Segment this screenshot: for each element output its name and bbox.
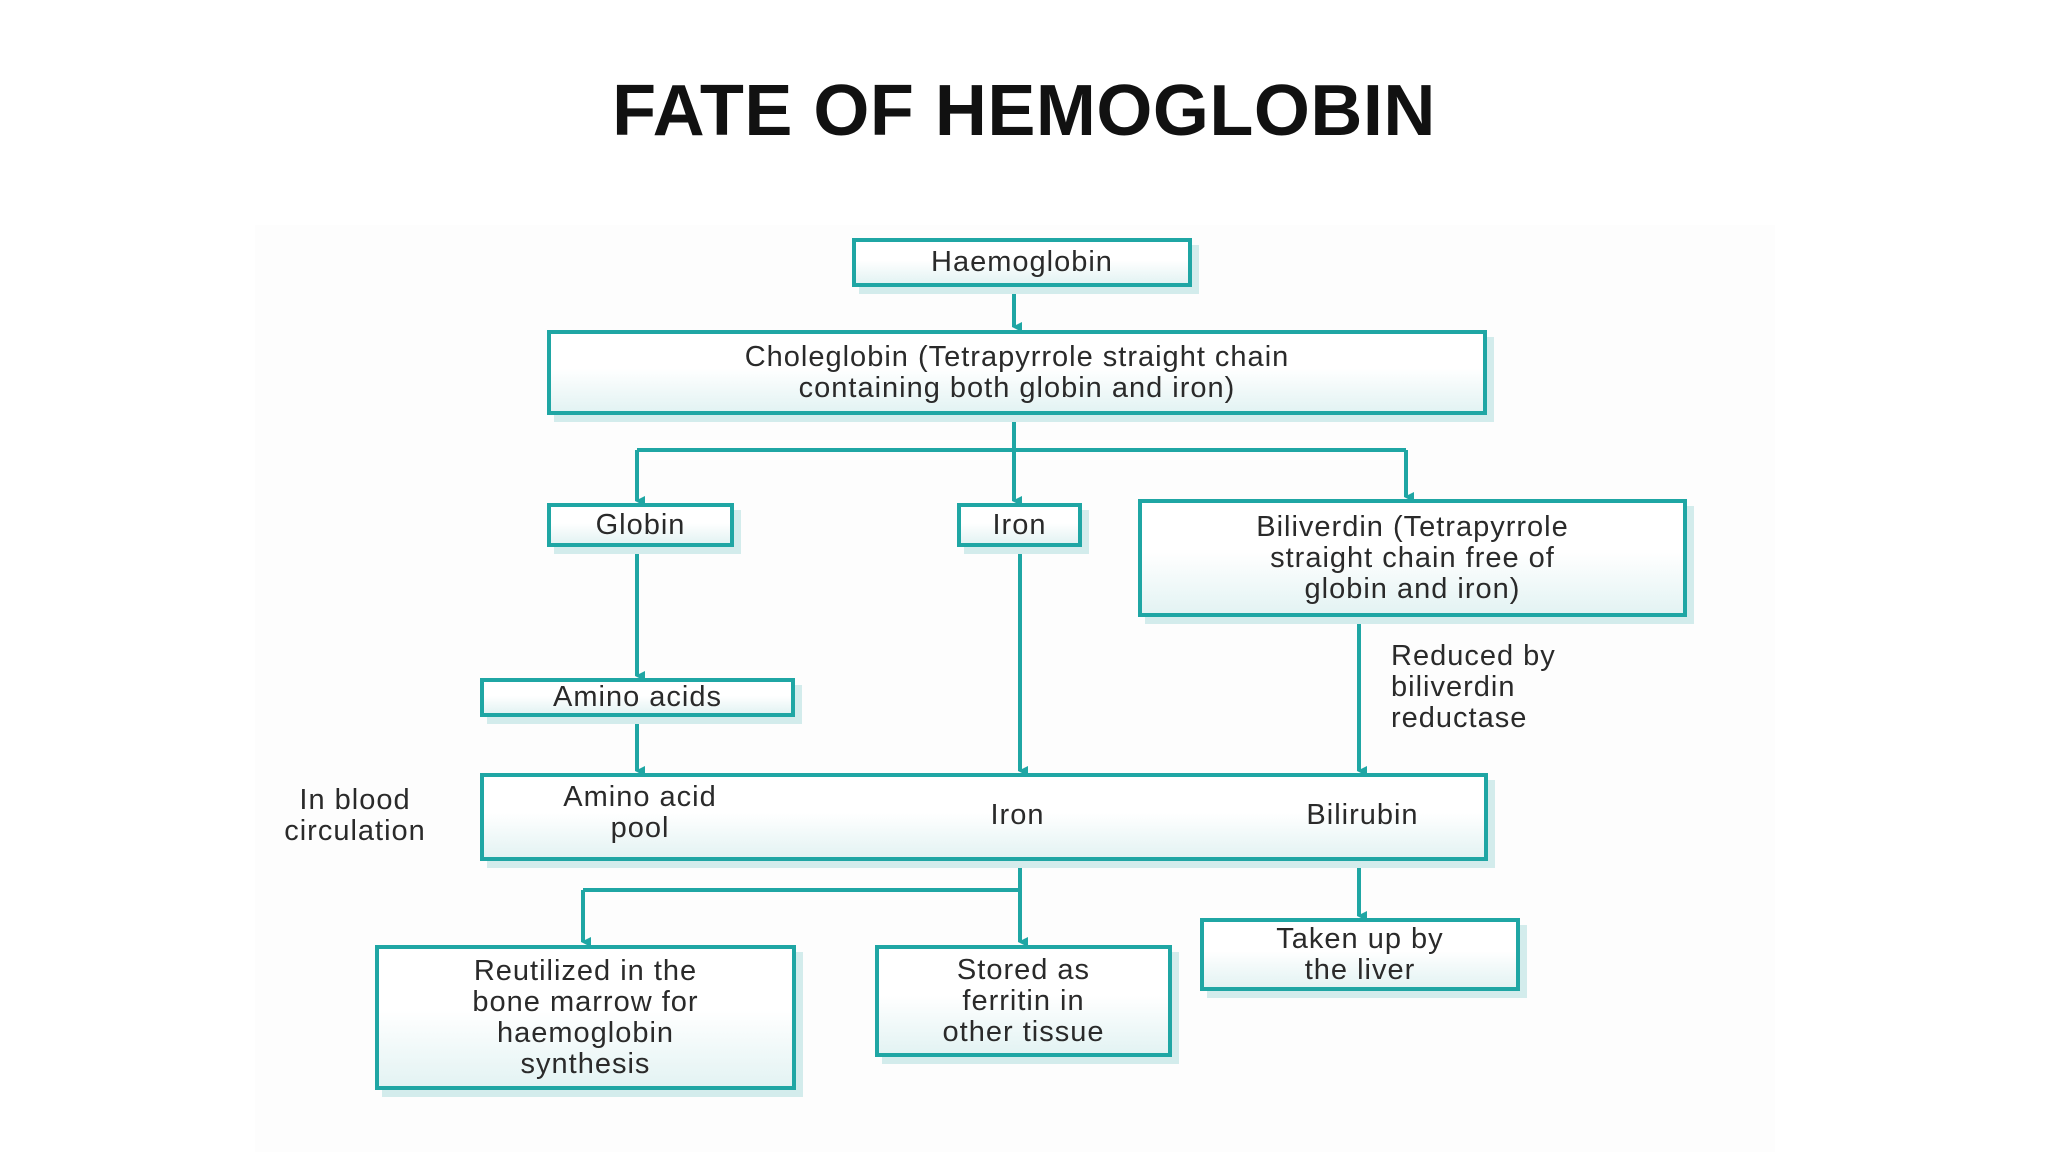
pool-amino-acid-pool: Amino acid pool [563, 781, 717, 844]
box-stored-as-ferritin: Stored as ferritin in other tissue [875, 945, 1172, 1057]
box-globin: Globin [547, 503, 734, 547]
box-biliverdin: Biliverdin (Tetrapyrrole straight chain … [1138, 499, 1687, 617]
slide-title: FATE OF HEMOGLOBIN [612, 71, 1436, 151]
box-iron: Iron [957, 503, 1082, 547]
box-amino-acids: Amino acids [480, 678, 795, 717]
in-blood-circulation-label: In blood circulation [284, 784, 426, 847]
box-choleglobin: Choleglobin (Tetrapyrrole straight chain… [547, 330, 1487, 415]
box-haemoglobin: Haemoglobin [852, 238, 1192, 287]
pool-bilirubin: Bilirubin [1306, 799, 1419, 831]
reduced-by-biliverdin-reductase-label: Reduced by biliverdin reductase [1391, 640, 1556, 734]
pool-iron: Iron [990, 799, 1045, 831]
box-taken-up-by-liver: Taken up by the liver [1200, 918, 1520, 991]
box-reutilized-bone-marrow: Reutilized in the bone marrow for haemog… [375, 945, 796, 1090]
box-blood-pool [480, 773, 1488, 861]
